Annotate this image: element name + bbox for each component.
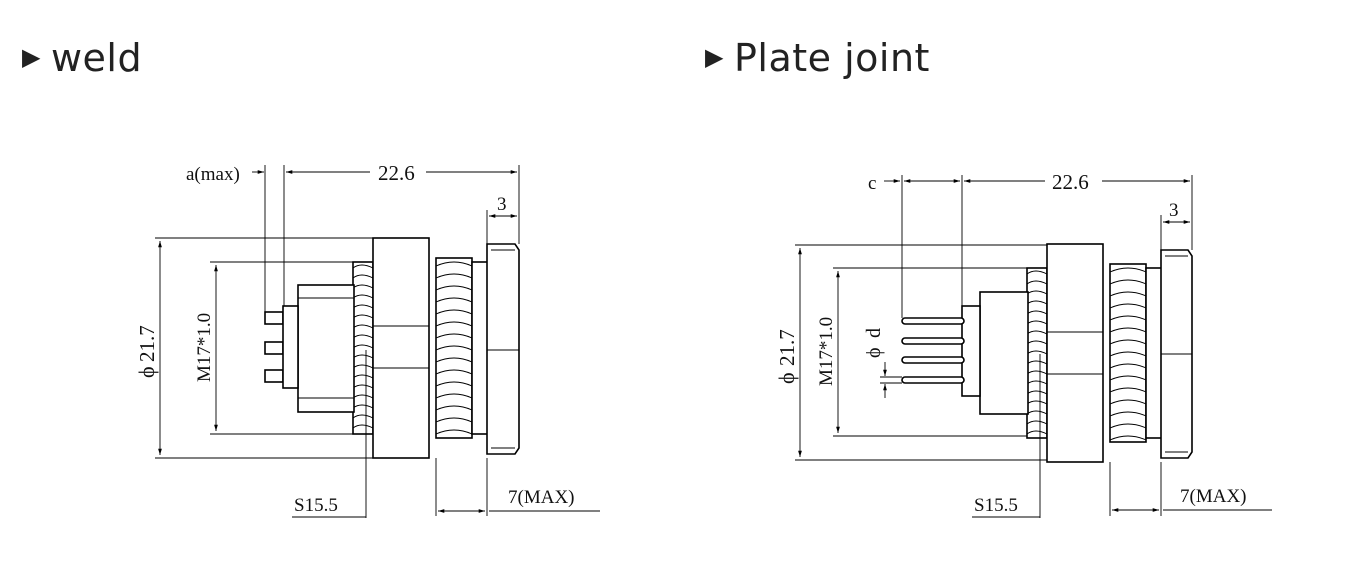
weld-diameter-symbol: ϕ: [134, 366, 159, 378]
heading-plate-joint: ▶ Plate joint: [705, 36, 930, 80]
plate-hex-label: S15.5: [974, 495, 1018, 516]
plate-diameter-label: 21.7: [775, 329, 799, 366]
plate-pin-diameter-label: d: [863, 328, 885, 338]
weld-flange-label: 3: [497, 194, 507, 215]
weld-length-label: 22.6: [378, 161, 415, 185]
plate-diameter-symbol: ϕ: [774, 372, 799, 384]
weld-a-max-label: a(max): [186, 164, 240, 185]
weld-panel-max-label: 7(MAX): [508, 487, 575, 508]
heading-weld: ▶ weld: [22, 36, 142, 80]
right-triangle-icon: ▶: [705, 43, 724, 71]
plate-joint-connector-drawing: c 22.6 3 ϕ 21.7 M17*1.0 ϕ d S15.5 7(MAX): [774, 170, 1272, 518]
weld-thread-label: M17*1.0: [194, 313, 215, 382]
plate-pin-diameter-symbol: ϕ: [863, 347, 885, 358]
plate-thread-label: M17*1.0: [816, 317, 837, 386]
plate-panel-max-label: 7(MAX): [1180, 486, 1247, 507]
heading-plate-text: Plate joint: [733, 36, 930, 80]
plate-c-label: c: [868, 173, 876, 194]
weld-hex-label: S15.5: [294, 495, 338, 516]
plate-flange-label: 3: [1169, 200, 1179, 221]
heading-weld-text: weld: [50, 36, 143, 80]
weld-diameter-label: 21.7: [135, 325, 159, 362]
right-triangle-icon: ▶: [22, 43, 41, 71]
weld-connector-drawing: a(max) 22.6 3 ϕ 21.7 M17*1.0 S15.5 7(MAX…: [134, 161, 600, 518]
plate-length-label: 22.6: [1052, 170, 1089, 194]
